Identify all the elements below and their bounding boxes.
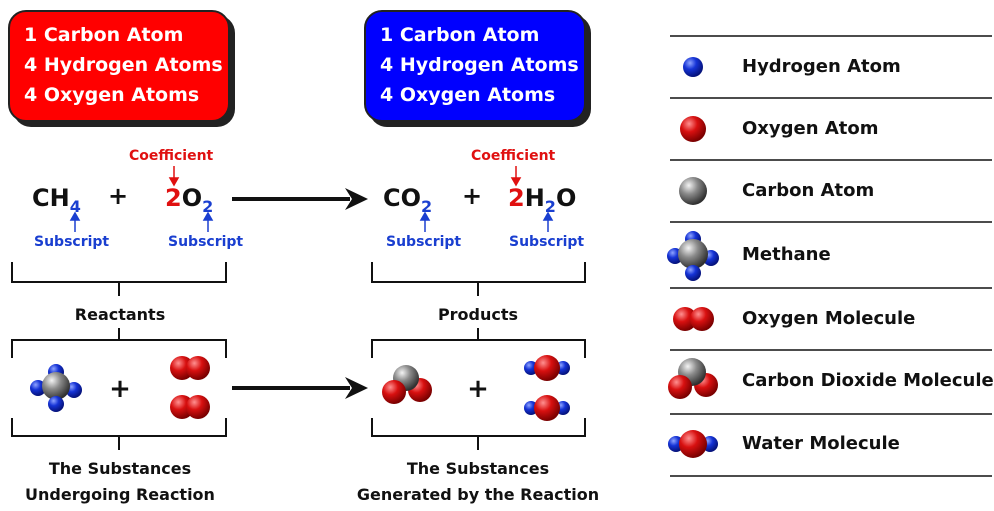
water-coefficient: 2 [508,184,525,212]
products-label: Products [437,305,519,324]
products-caption: The Substances Generated by the Reaction [338,456,618,508]
coefficient-label-product: Coefficient [471,148,556,164]
legend-item-oxygen-molecule: Oxygen Molecule [670,290,992,352]
model-plus-right: + [467,374,489,404]
carbon-dioxide-icon [668,358,718,399]
legend-item-carbon-dioxide: Carbon Dioxide Molecule [670,352,994,414]
subscript-label-water: Subscript [509,234,585,250]
oxygen-molecule-model-1 [170,356,210,380]
reactant-models-bracket [11,328,227,450]
legend-item-hydrogen: Hydrogen Atom [670,38,992,100]
subscript-pointer-arrows [69,211,554,232]
legend-label-water: Water Molecule [742,433,900,454]
legend-item-carbon: Carbon Atom [670,162,992,224]
carbon-dioxide-symbol: CO [383,184,422,212]
model-plus-left: + [109,374,131,404]
product-oxygen-count: 4 Oxygen Atoms [380,84,556,106]
reactants-caption-line-2: Undergoing Reaction [25,485,215,504]
subscript-label-oxygen: Subscript [168,234,244,250]
legend-item-water: Water Molecule [670,415,992,477]
product-hydrogen-count: 4 Hydrogen Atoms [380,54,579,76]
reactants-caption-line-1: The Substances [48,459,192,478]
model-arrow [232,377,368,399]
methane-icon [667,231,719,281]
legend-dividers [670,35,992,477]
legend-item-methane: Methane [670,226,992,288]
oxygen-atom-icon [680,116,706,142]
oxygen-symbol: O [181,184,203,212]
hydrogen-atom-icon [683,57,703,77]
oxygen-molecule-model-2 [170,395,210,419]
formula-carbon-dioxide: CO2 [383,184,432,216]
formula-water: 2H2O [508,184,577,216]
coefficient-pointer-arrows [168,166,522,187]
legend-label-hydrogen: Hydrogen Atom [742,56,901,77]
formula-oxygen: 2O2 [165,184,213,216]
reactants-bracket [11,262,227,296]
methane-subscript: 4 [69,197,81,216]
carbon-dioxide-subscript: 2 [421,197,433,216]
oxygen-coefficient: 2 [165,184,182,212]
carbon-dioxide-model [382,365,432,404]
reactant-carbon-count: 1 Carbon Atom [24,24,184,46]
legend-label-oxygen-molecule: Oxygen Molecule [742,308,916,329]
reactants-caption: The Substances Undergoing Reaction [10,456,230,508]
products-caption-line-2: Generated by the Reaction [356,485,600,504]
equation-arrow [232,188,368,210]
methane-symbol: CH [32,184,70,212]
oxygen-subscript: 2 [202,197,214,216]
reactants-label: Reactants [74,305,166,324]
water-subscript: 2 [544,197,556,216]
oxygen-molecule-icon [673,307,714,331]
product-carbon-count: 1 Carbon Atom [380,24,540,46]
water-molecule-model-2 [524,395,570,421]
water-molecule-icon [668,430,718,458]
legend-label-oxygen: Oxygen Atom [742,118,879,139]
products-bracket [371,262,586,296]
reactant-oxygen-count: 4 Oxygen Atoms [24,84,200,106]
product-models-bracket [371,328,586,450]
equation-plus-right: + [462,182,483,210]
coefficient-label-reactant: Coefficient [129,148,214,164]
reactant-hydrogen-count: 4 Hydrogen Atoms [24,54,223,76]
carbon-atom-icon [679,177,707,205]
water-symbol-h: H [524,184,545,212]
legend-item-oxygen: Oxygen Atom [670,100,992,162]
products-caption-line-1: The Substances [406,459,550,478]
legend-label-carbon-dioxide: Carbon Dioxide Molecule [742,370,994,391]
product-atom-count-box: 1 Carbon Atom 4 Hydrogen Atoms 4 Oxygen … [364,10,586,122]
reactant-atom-count-box: 1 Carbon Atom 4 Hydrogen Atoms 4 Oxygen … [8,10,230,122]
methane-model [30,364,82,412]
subscript-label-carbon-dioxide: Subscript [386,234,462,250]
subscript-label-methane: Subscript [34,234,110,250]
water-molecule-model-1 [524,355,570,381]
formula-methane: CH4 [32,184,81,216]
legend-label-carbon: Carbon Atom [742,180,875,201]
equation-plus-left: + [108,182,129,210]
legend-label-methane: Methane [742,244,831,265]
water-symbol-o: O [555,184,577,212]
